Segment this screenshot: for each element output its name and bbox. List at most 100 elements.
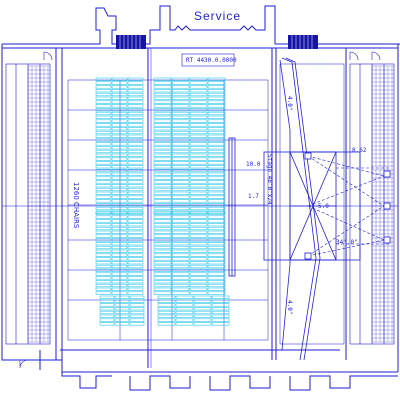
seat-row [189, 287, 208, 291]
seat-row [111, 161, 128, 165]
seat-row [207, 272, 226, 276]
seat-row [111, 172, 128, 176]
seat-row [95, 81, 112, 85]
seat-row [211, 310, 230, 315]
seat-row [207, 92, 226, 97]
seat-row [127, 215, 144, 219]
seat-row [127, 203, 144, 207]
seat-row [127, 176, 144, 180]
seat-row [111, 77, 128, 81]
seat-row [189, 261, 208, 265]
seat-row [207, 223, 226, 227]
seat-row [127, 195, 144, 199]
seat-row [153, 81, 172, 85]
seat-row [111, 234, 128, 238]
seat-row [153, 253, 172, 257]
seat-row [111, 283, 128, 288]
entry-block-right [288, 35, 318, 49]
door-swings [19, 51, 381, 369]
seat-row [127, 199, 144, 203]
title-block [181, 53, 235, 67]
seat-row [189, 127, 208, 131]
seat-row [95, 176, 112, 180]
seat-row [207, 153, 226, 157]
seat-row [153, 138, 172, 142]
seat-row [111, 168, 128, 173]
seat-row [153, 165, 172, 169]
seat-row [153, 230, 172, 234]
seat-row [171, 211, 190, 215]
seat-row [127, 153, 144, 157]
seat-row [189, 161, 208, 165]
seat-row [171, 134, 190, 138]
seat-row [95, 184, 112, 188]
seat-row [171, 268, 190, 272]
seat-row [95, 257, 112, 261]
seat-row [95, 115, 112, 119]
seat-row [189, 119, 208, 123]
seat-row [211, 322, 230, 326]
seat-row [171, 291, 190, 295]
seat-row [153, 130, 172, 135]
seat-row [111, 119, 128, 123]
seat-row [111, 96, 128, 100]
seat-row [207, 238, 226, 242]
seat-row [111, 180, 128, 184]
seat-row [95, 96, 112, 100]
seat-row [95, 223, 112, 227]
seat-row [153, 249, 172, 253]
seat-row [153, 176, 172, 180]
seat-row [153, 242, 172, 246]
seat-row [157, 314, 176, 318]
seat-row [171, 226, 190, 231]
seat-row [207, 215, 226, 219]
seat-row [207, 127, 226, 131]
seat-row [95, 89, 112, 93]
dimension-small: 1.7 [248, 193, 259, 200]
seat-row [127, 111, 144, 116]
seat-row [127, 149, 144, 154]
seat-row [157, 303, 176, 307]
seat-row [207, 199, 226, 203]
seat-row [114, 322, 130, 326]
seat-row [189, 215, 208, 219]
seat-row [189, 211, 208, 215]
seat-row [171, 168, 190, 173]
seat-row [99, 318, 115, 322]
seat-row [111, 249, 128, 253]
seat-row [95, 215, 112, 219]
seat-row [129, 307, 145, 311]
seat-row [95, 242, 112, 246]
seat-row [171, 77, 190, 81]
seat-row [129, 322, 145, 326]
seat-row [175, 303, 194, 307]
seat-row [189, 168, 208, 173]
seat-row [207, 108, 226, 112]
seat-row [189, 96, 208, 100]
seat-row [193, 295, 212, 299]
stage-thrust [263, 57, 361, 361]
seat-row [99, 307, 115, 311]
seat-row [127, 226, 144, 231]
seat-row [99, 295, 115, 299]
seat-row [153, 100, 172, 104]
seat-row [95, 211, 112, 215]
seat-row [171, 138, 190, 142]
seat-row [189, 89, 208, 93]
seat-row [127, 138, 144, 142]
seat-row [95, 92, 112, 97]
seat-row [111, 115, 128, 119]
floor-grid [67, 63, 345, 345]
seat-row [207, 85, 226, 89]
seat-row [111, 134, 128, 138]
seat-row [207, 142, 226, 146]
seat-row [189, 100, 208, 104]
seat-row [189, 153, 208, 157]
seat-row [189, 253, 208, 257]
seat-row [153, 172, 172, 176]
seat-row [207, 264, 226, 269]
seat-row [193, 322, 212, 326]
seat-row [111, 153, 128, 157]
seat-row [153, 226, 172, 231]
seat-row [111, 127, 128, 131]
